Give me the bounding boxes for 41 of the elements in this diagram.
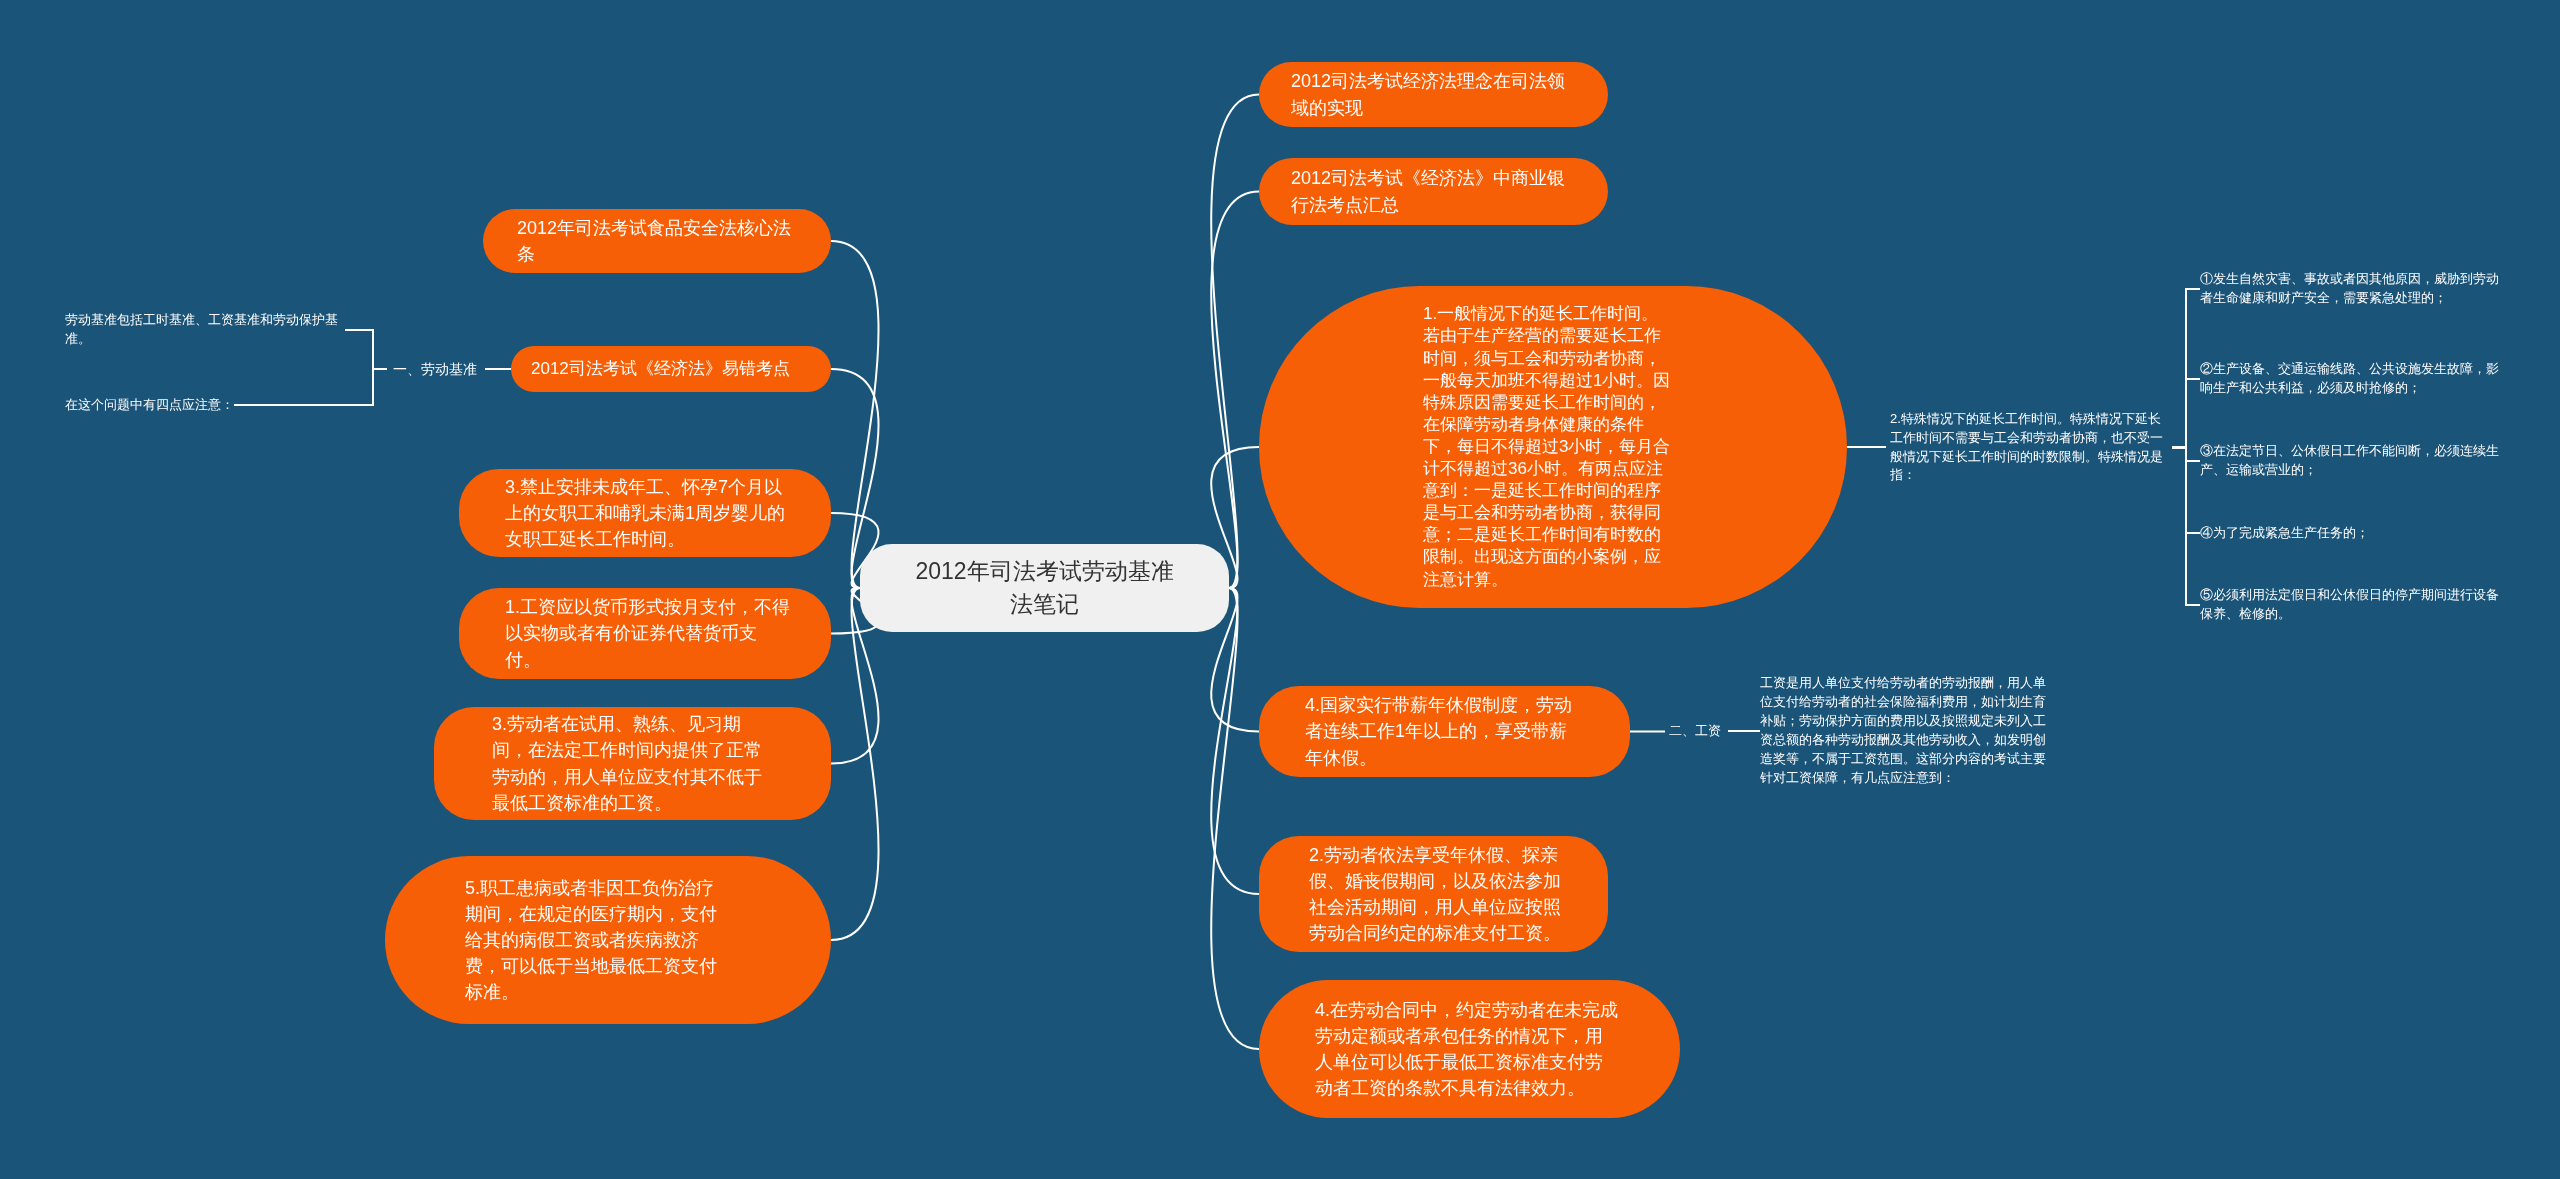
topic-box: 2012司法考试《经济法》易错考点 xyxy=(511,346,831,392)
connector-line xyxy=(830,512,880,589)
note-text: 在这个问题中有四点应注意： xyxy=(65,390,234,420)
topic-box: 5.职工患病或者非因工负伤治疗期间，在规定的医疗期内，支付给其的病假工资或者疾病救济费，可以低于当地最低工资支付标准。 xyxy=(385,856,831,1024)
topic-box: 2012年司法考试食品安全法核心法条 xyxy=(483,209,831,273)
connector-line xyxy=(1210,587,1260,895)
topic-box: 4.在劳动合同中，约定劳动者在未完成劳动定额或者承包任务的情况下，用人单位可以低于最低工资标准支付劳动者工资的条款不具有法律效力。 xyxy=(1259,980,1680,1118)
connector-line xyxy=(1210,587,1260,1050)
connector-line xyxy=(830,368,880,589)
branch-label: 一、劳动基准 xyxy=(387,356,485,382)
connector-line xyxy=(1727,730,1761,732)
note-text: ②生产设备、交通运输线路、公共设施发生故障，影响生产和公共利益，必须及时抢修的； xyxy=(2200,356,2510,402)
connector-line xyxy=(830,587,880,941)
connector-line xyxy=(1210,93,1260,589)
connector-line xyxy=(1210,190,1260,589)
note-text: ③在法定节日、公休假日工作不能间断，必须连续生产、运输或营业的； xyxy=(2200,438,2510,484)
connector-line xyxy=(233,368,388,406)
topic-box: 4.国家实行带薪年休假制度，劳动者连续工作1年以上的，享受带薪年休假。 xyxy=(1259,686,1630,777)
note-text: ⑤必须利用法定假日和公休假日的停产期间进行设备保养、检修的。 xyxy=(2200,582,2510,628)
topic-box: 3.劳动者在试用、熟练、见习期间，在法定工作时间内提供了正常劳动的，用人单位应支付其不低于最低工资标准的工资。 xyxy=(434,707,831,820)
topic-box: 1.工资应以货币形式按月支付，不得以实物或者有价证券代替货币支付。 xyxy=(459,588,831,679)
note-text: ①发生自然灾害、事故或者因其他原因，威胁到劳动者生命健康和财产安全，需要紧急处理的； xyxy=(2200,257,2510,321)
connector-line xyxy=(1210,587,1260,733)
connector-line xyxy=(1210,446,1260,589)
connector-line xyxy=(830,240,880,589)
central-topic-box: 2012年司法考试劳动基准法笔记 xyxy=(860,544,1229,632)
topic-box: 2.劳动者依法享受年休假、探亲假、婚丧假期间，以及依法参加社会活动期间，用人单位应按照劳动合同约定的标准支付工资。 xyxy=(1259,836,1608,952)
connector-line xyxy=(1629,730,1666,733)
note-text: ④为了完成紧急生产任务的； xyxy=(2200,520,2510,546)
connector-line xyxy=(830,587,880,765)
connector-line xyxy=(2171,446,2201,606)
connector-line xyxy=(1846,446,1887,448)
note-text: 劳动基准包括工时基准、工资基准和劳动保护基准。 xyxy=(65,305,345,355)
topic-box: 2012司法考试《经济法》中商业银行法考点汇总 xyxy=(1259,158,1608,225)
topic-box: 3.禁止安排未成年工、怀孕7个月以上的女职工和哺乳未满1周岁婴儿的女职工延长工作时间。 xyxy=(459,469,831,557)
topic-box: 1.一般情况下的延长工作时间。若由于生产经营的需要延长工作时间，须与工会和劳动者协商，一般每天加班不得超过1小时。因特殊原因需要延长工作时间的，在保障劳动者身体健康的条件下，每日不得超过3小时，每月合计不得超过36小时。有两点应注意到：一是延长工作时间的程序是与工会和劳动者协商，获得同意；二是延长工作时间有时数的限制。出现这方面的小案例，应注意计算。 xyxy=(1259,286,1847,608)
branch-label: 二、工资 xyxy=(1665,719,1728,743)
topic-box: 2012司法考试经济法理念在司法领域的实现 xyxy=(1259,62,1608,127)
note-text: 2.特殊情况下的延长工作时间。特殊情况下延长工作时间不需要与工会和劳动者协商，也不受一般情况下延长工作时间的时数限制。特殊情况是指： xyxy=(1886,405,2172,490)
connector-line xyxy=(484,368,512,370)
note-text: 工资是用人单位支付给劳动者的劳动报酬，用人单位支付给劳动者的社会保险福利费用，如计划生育补贴；劳动保护方面的费用以及按照规定未列入工资总额的各种劳动报酬及其他劳动收入，如发明创造奖等，不属于工资范围。这部分内容的考试主要针对工资保障，有几点应注意到： xyxy=(1760,664,2052,798)
